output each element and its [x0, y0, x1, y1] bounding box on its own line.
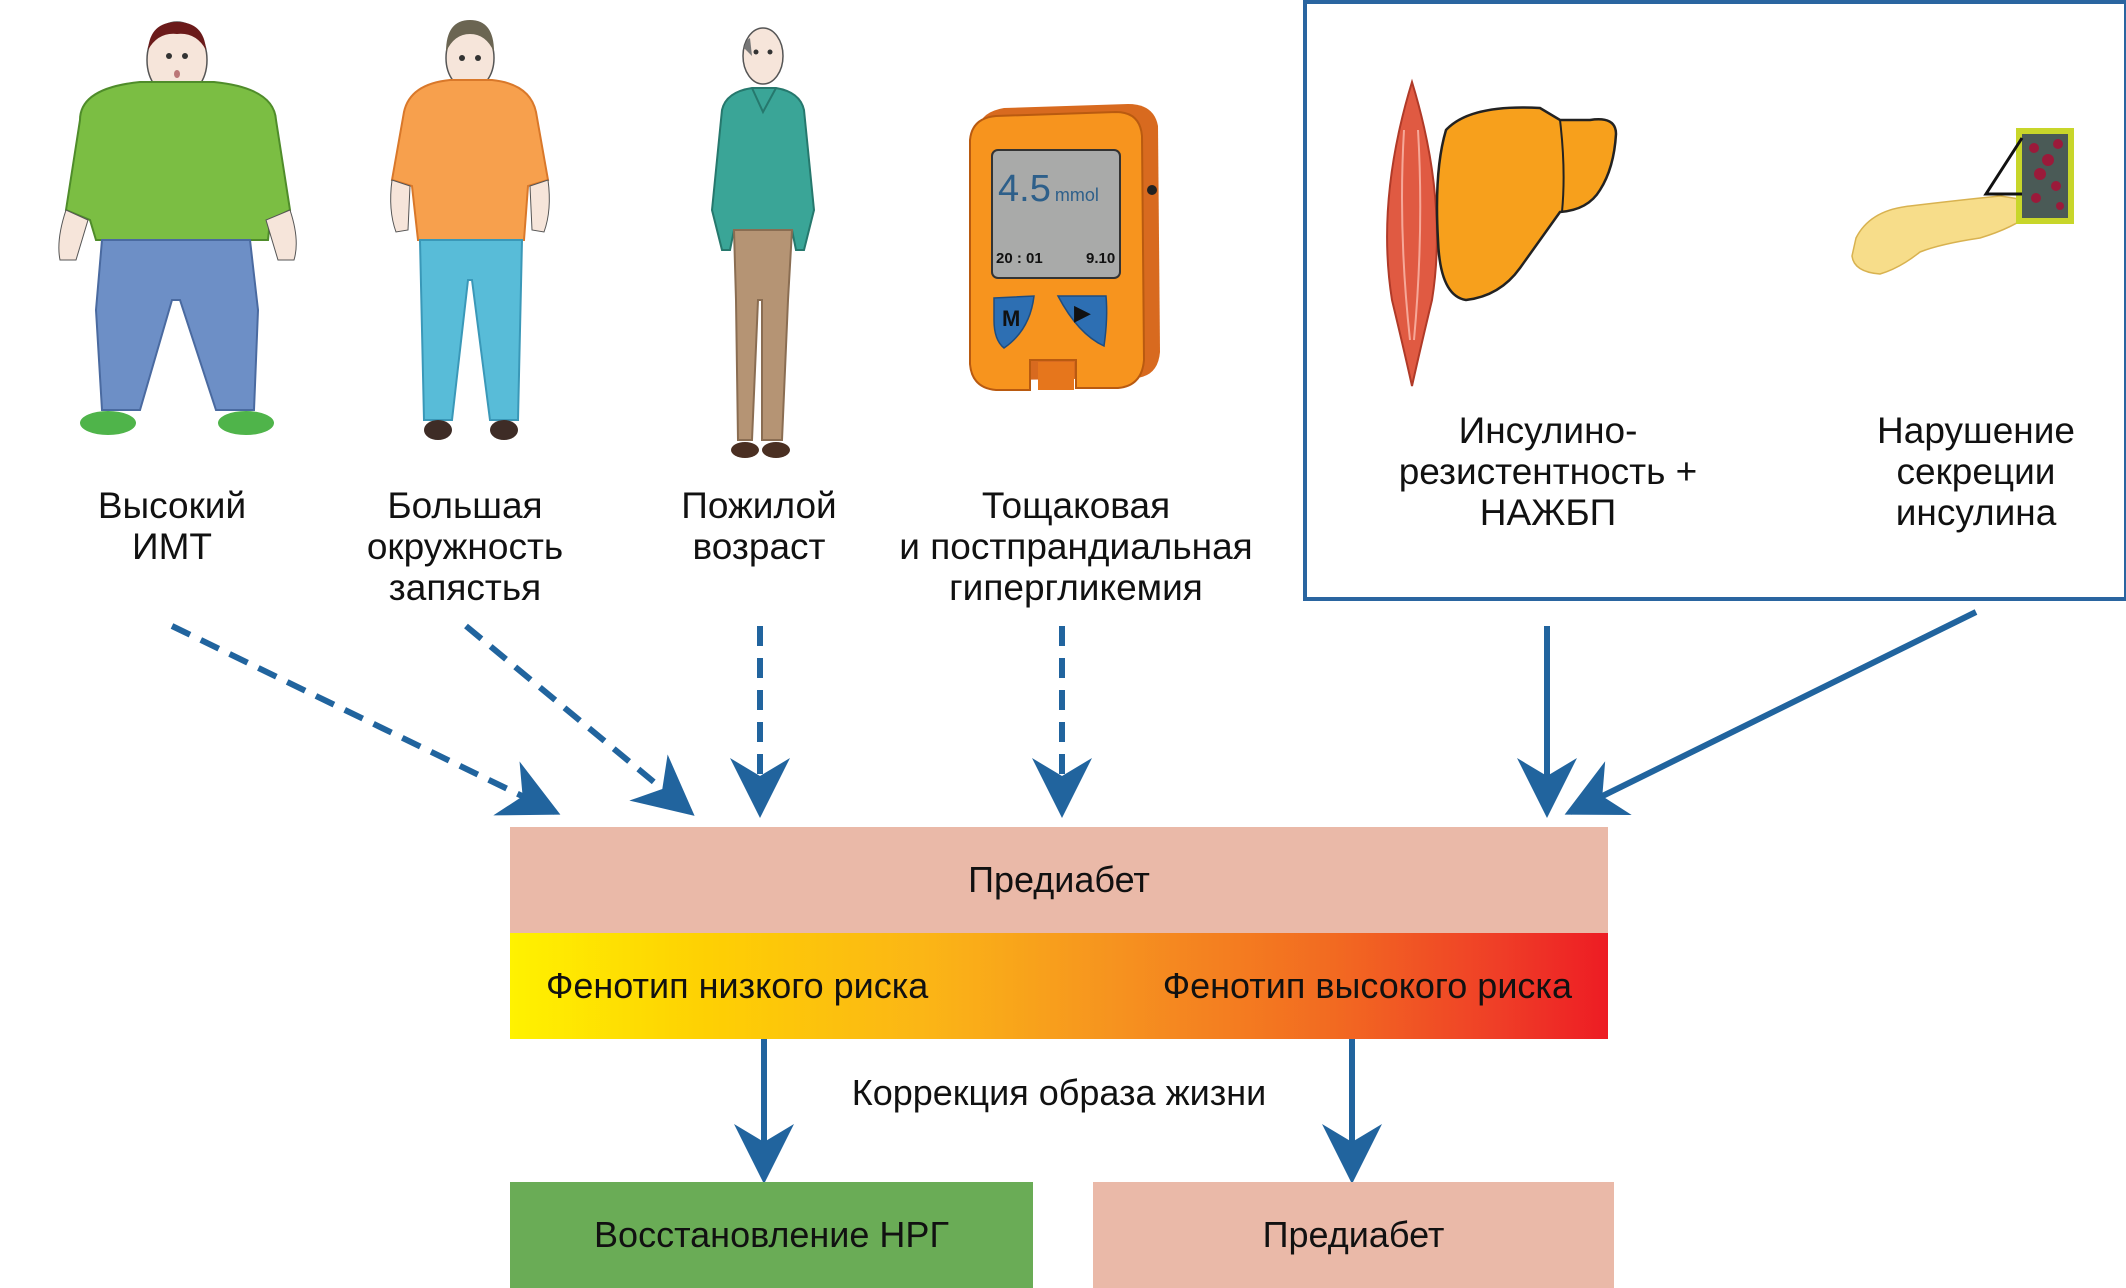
- low-risk-phenotype-label: Фенотип низкого риска: [546, 965, 929, 1006]
- outcome-normal-label: Восстановление НРГ: [594, 1214, 949, 1255]
- arrow-bmi-to-prediabetes: [170, 623, 561, 816]
- risk-phenotype-bar: Фенотип низкого риска Фенотип высокого р…: [510, 933, 1608, 1039]
- islet-cells-icon: [1983, 128, 2074, 224]
- glucometer-time: 20 : 01: [996, 250, 1043, 267]
- glucometer-play-button-label: ▶: [1074, 300, 1091, 325]
- glucose-unit: mmol: [1054, 185, 1099, 205]
- glucometer-m-button-label: M: [1002, 306, 1021, 331]
- outcome-prediabetes-label: Предиабет: [1262, 1214, 1445, 1255]
- mechanisms-box: [1303, 0, 2126, 601]
- prediabetes-bar: Предиабет: [510, 827, 1608, 933]
- mechanism-label-secretion: Нарушение секреции инсулина: [1877, 410, 2075, 533]
- high-risk-phenotype-label: Фенотип высокого риска: [1162, 965, 1572, 1006]
- risk-factor-label-glycemia: Тощаковая и постпрандиальная гипергликем…: [899, 485, 1253, 608]
- arrow-wrist-to-prediabetes: [464, 623, 695, 816]
- risk-factor-label-wrist: Большая окружность запястья: [366, 485, 564, 608]
- mechanism-label-insulin-resistance: Инсулино- резистентность + НАЖБП: [1398, 410, 1698, 533]
- outcome-normal-glucose-box: Восстановление НРГ: [510, 1182, 1033, 1288]
- risk-factor-label-bmi: Высокий ИМТ: [97, 485, 247, 567]
- prediabetes-label: Предиабет: [968, 859, 1150, 900]
- outcome-prediabetes-box: Предиабет: [1093, 1182, 1614, 1288]
- glucose-value: 4.5: [998, 168, 1051, 210]
- liver-icon: [1435, 106, 1618, 302]
- obese-man-icon: [58, 21, 297, 435]
- lifestyle-correction-label: Коррекция образа жизни: [851, 1072, 1267, 1113]
- arrow-secretion-to-prediabetes: [1564, 609, 1978, 816]
- elderly-man-icon: [710, 27, 816, 458]
- glucometer-date: 9.10: [1086, 250, 1116, 267]
- risk-factor-label-age: Пожилой возраст: [681, 485, 837, 567]
- overweight-man-icon: [390, 20, 550, 440]
- glucometer-icon: [969, 104, 1160, 391]
